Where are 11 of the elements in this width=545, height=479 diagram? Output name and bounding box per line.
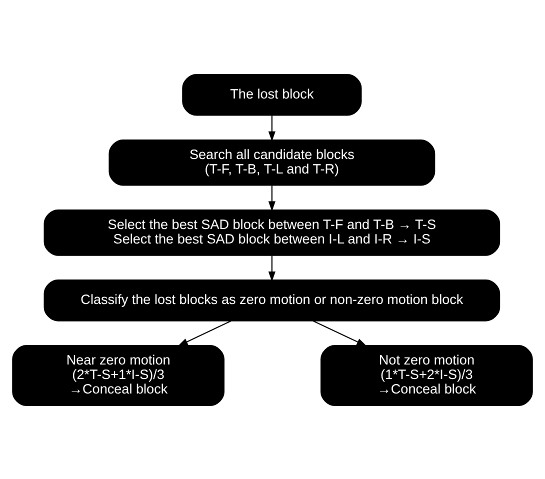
arrow [268, 255, 276, 282]
node-box: Not zero motion (1*T-S+2*I-S)/3 →Conceal block [320, 344, 533, 406]
arrow [312, 320, 367, 346]
node-box: Classify the lost blocks as zero motion or non-zero motion block [44, 279, 500, 321]
arrow [268, 185, 276, 211]
node-box: Search all candidate blocks (T-F, T-B, T-L and T-R) [108, 138, 436, 186]
arrow [268, 114, 276, 142]
node-box: The lost block [182, 73, 362, 116]
node-box: Select the best SAD block between T-F and T-B → T-S Select the best SAD block between I-L and I-R → I-S [44, 209, 500, 256]
arrow [178, 320, 232, 346]
node-box: Near zero motion (2*T-S+1*I-S)/3 →Conceal block [12, 344, 224, 406]
